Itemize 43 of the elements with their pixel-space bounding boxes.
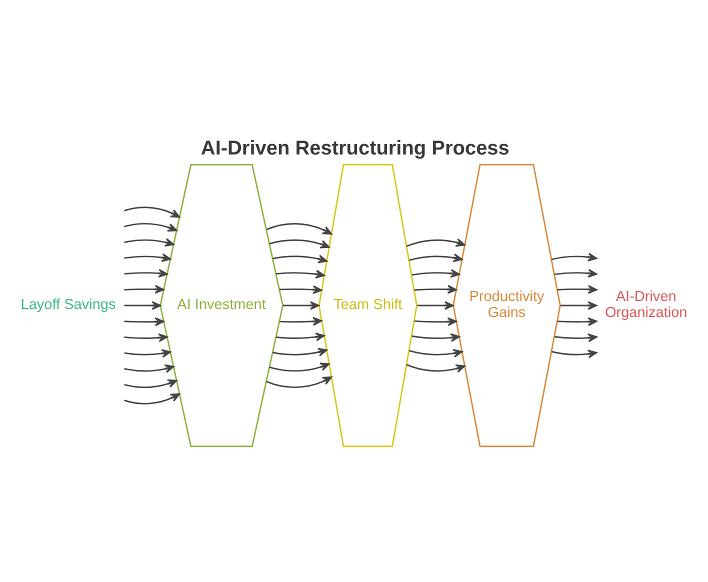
arrow — [280, 285, 322, 294]
arrow — [124, 301, 162, 310]
arrow — [124, 393, 180, 404]
arrow — [554, 333, 598, 342]
arrow — [557, 317, 598, 326]
arrow — [557, 285, 598, 294]
arrow — [124, 223, 178, 232]
arrow — [124, 379, 178, 388]
arrow — [124, 268, 168, 278]
arrow — [560, 301, 598, 310]
arrow — [269, 239, 330, 248]
diagram-title: AI-Driven Restructuring Process — [200, 137, 510, 160]
arrow — [280, 317, 322, 326]
arrow — [406, 364, 466, 373]
arrow — [276, 270, 325, 278]
arrow — [276, 332, 325, 342]
arrow — [124, 349, 172, 358]
arrow — [412, 269, 460, 278]
arrow — [551, 252, 598, 262]
arrow — [124, 206, 180, 218]
arrow — [272, 254, 328, 264]
node-text: AI-Driven Organization — [604, 288, 688, 322]
arrow — [414, 317, 457, 326]
arrow — [282, 301, 320, 310]
arrow — [124, 317, 164, 326]
arrow — [551, 350, 598, 358]
arrow — [124, 364, 174, 373]
arrow — [272, 348, 328, 356]
arrow — [412, 333, 460, 342]
arrow — [124, 253, 172, 262]
arrow — [408, 253, 463, 262]
arrow — [266, 223, 332, 235]
arrow — [124, 284, 164, 294]
arrow — [406, 238, 466, 248]
arrow — [266, 376, 332, 388]
arrow — [554, 268, 598, 278]
arrow — [417, 301, 454, 310]
node-text: Layoff Savings — [20, 296, 116, 313]
arrow — [124, 238, 174, 247]
arrow — [408, 348, 463, 358]
arrow — [414, 284, 457, 294]
arrow — [269, 362, 330, 372]
arrow — [124, 333, 168, 342]
